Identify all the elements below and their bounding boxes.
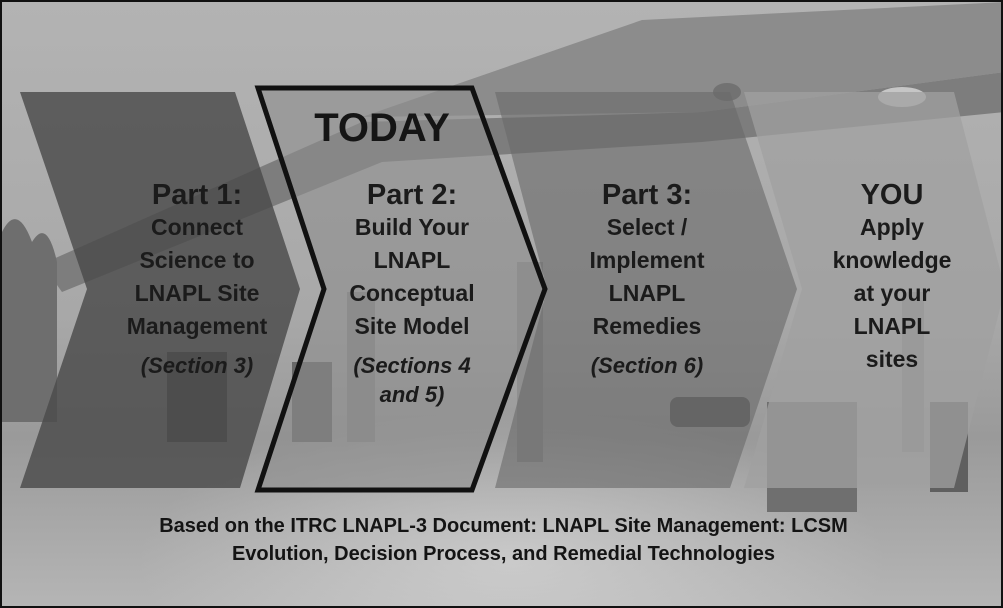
step-line: knowledge (832, 247, 952, 273)
step-line: Conceptual (349, 280, 475, 306)
step-heading: Part 2: (366, 179, 458, 211)
step-line: LNAPL (853, 313, 931, 339)
step-section-ref: (Sections 4 (353, 353, 471, 378)
step-line: Select / (606, 214, 688, 240)
step-part-1: Part 1: Connect Science to LNAPL Site Ma… (97, 179, 297, 380)
step-section-ref-cont: and 5) (379, 382, 445, 407)
trees-silhouette (2, 219, 57, 422)
source-footer: Based on the ITRC LNAPL-3 Document: LNAP… (2, 512, 1001, 568)
step-line: LNAPL (608, 280, 686, 306)
step-line: at your (853, 280, 931, 306)
chevron-part-2-highlighted (254, 85, 548, 493)
step-line: LNAPL Site (134, 280, 260, 306)
chevron-part-3 (495, 92, 797, 488)
step-part-2: Part 2: Build Your LNAPL Conceptual Site… (322, 179, 502, 409)
step-you: YOU Apply knowledge at your LNAPL sites (807, 179, 977, 376)
step-section-ref: (Section 3) (140, 353, 254, 378)
step-heading: Part 3: (601, 179, 693, 211)
step-line: Remedies (592, 313, 702, 339)
step-line: Build Your (354, 214, 470, 240)
step-section-ref: (Section 6) (590, 353, 704, 378)
step-line: Connect (151, 214, 243, 240)
today-label: TODAY (314, 106, 450, 150)
step-line: Management (126, 313, 268, 339)
footer-line-1: Based on the ITRC LNAPL-3 Document: LNAP… (159, 515, 848, 537)
step-line: Site Model (354, 313, 470, 339)
step-line: LNAPL (373, 247, 451, 273)
step-heading: YOU (860, 179, 924, 211)
canopy-roof (362, 2, 1001, 117)
step-heading: Part 1: (151, 179, 243, 211)
step-line: Science to (139, 247, 255, 273)
step-line: Apply (860, 214, 924, 240)
step-part-3: Part 3: Select / Implement LNAPL Remedie… (562, 179, 732, 380)
step-line: Implement (589, 247, 705, 273)
step-line: sites (865, 346, 919, 372)
footer-line-2: Evolution, Decision Process, and Remedia… (231, 543, 776, 565)
chevron-you (744, 92, 1001, 488)
chevron-part-1 (20, 92, 300, 488)
